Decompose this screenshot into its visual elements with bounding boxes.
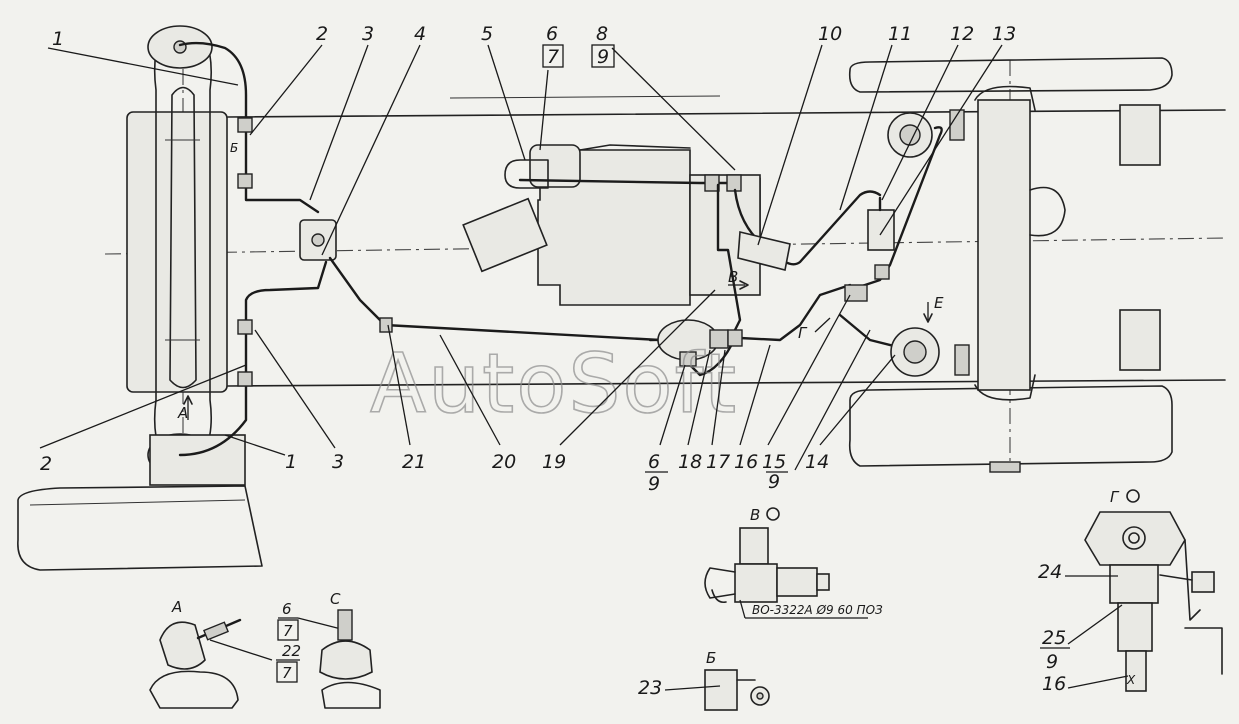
- detail-g-title: Г: [1110, 488, 1120, 506]
- callout-24: 24: [1038, 561, 1062, 583]
- callout-9-detail: 9: [1046, 651, 1058, 673]
- callout-6-top: 6: [546, 23, 558, 45]
- callout-7-detail-a: 7: [282, 664, 292, 682]
- callout-1-bottom: 1: [285, 451, 297, 473]
- callout-8: 8: [596, 23, 608, 45]
- frame-rails: [227, 95, 1226, 387]
- callout-13: 13: [992, 23, 1016, 45]
- callout-labels: 1 2 3 4 5 6 7 8 9 10 11 12 13 2 1 3 21 2…: [40, 23, 1016, 495]
- callout-3-top: 3: [362, 23, 374, 45]
- front-wheel-tyre: [17, 485, 263, 571]
- callout-20: 20: [492, 451, 516, 473]
- callout-17: 17: [706, 451, 730, 473]
- callout-10: 10: [818, 23, 842, 45]
- detail-v-title: В: [750, 506, 760, 524]
- view-mark-b: Б: [230, 141, 238, 155]
- detail-c-title: С: [330, 590, 341, 608]
- callout-4: 4: [414, 23, 426, 45]
- master-cylinder-booster: [462, 144, 761, 306]
- callout-23: 23: [638, 677, 662, 699]
- callout-3-bottom: 3: [332, 451, 344, 473]
- detail-view-v: В ВО-3322А Ø9 60 ПОЗ: [704, 506, 883, 619]
- rear-brake-lines: [648, 126, 943, 377]
- callout-6-detail: 6: [282, 600, 292, 618]
- x-mark: Х: [1126, 673, 1136, 687]
- callout-6-bottom: 6: [648, 451, 660, 473]
- detail-view-c: С 6 7: [277, 590, 381, 709]
- rear-axle: [848, 57, 1173, 473]
- detail-view-b: Б 23: [638, 649, 770, 711]
- callout-16: 16: [734, 451, 758, 473]
- callout-21: 21: [402, 451, 426, 473]
- callout-9-bottom: 9: [648, 473, 660, 495]
- watermark-text: AutoSoft: [370, 337, 738, 432]
- callout-22: 22: [282, 642, 301, 660]
- callout-9-top: 9: [597, 46, 609, 68]
- view-mark-e: Е: [934, 294, 944, 312]
- callout-7-detail-c-box: [277, 619, 299, 641]
- callout-5: 5: [481, 23, 493, 45]
- view-mark-v: В: [728, 268, 738, 286]
- callout-9-right: 9: [768, 471, 780, 493]
- callout-1-top: 1: [52, 28, 64, 50]
- callout-14: 14: [805, 451, 829, 473]
- callout-16-detail: 16: [1042, 673, 1066, 695]
- leader-lines: [39, 44, 1003, 471]
- callout-7-detail-box: [276, 661, 298, 683]
- view-marks-main: А Б В Г Е: [177, 141, 944, 422]
- detail-view-a: А 22 7: [149, 598, 301, 709]
- detail-view-g: Г 24 25 9 16 Х: [1038, 488, 1223, 695]
- callout-19: 19: [542, 451, 566, 473]
- callout-18: 18: [678, 451, 702, 473]
- callout-15: 15: [762, 451, 786, 473]
- callout-12: 12: [950, 23, 974, 45]
- callout-2-top: 2: [316, 23, 328, 45]
- callout-9-box: [591, 44, 615, 68]
- detail-b-title: Б: [706, 649, 716, 667]
- callout-11: 11: [888, 23, 912, 45]
- front-axle: [126, 25, 246, 486]
- callout-25: 25: [1042, 627, 1066, 649]
- callout-7-box: [542, 44, 564, 68]
- view-arrows: [183, 280, 933, 420]
- detail-a-title: А: [171, 598, 182, 616]
- callout-2-bottom: 2: [40, 453, 52, 475]
- part-code-label: ВО-3322А Ø9 60 ПОЗ: [752, 603, 883, 617]
- view-mark-a: А: [177, 404, 188, 422]
- front-brake-lines: [178, 41, 662, 457]
- callout-7-top: 7: [547, 46, 559, 68]
- callout-7-detail-c: 7: [283, 622, 293, 640]
- view-mark-g: Г: [798, 324, 808, 342]
